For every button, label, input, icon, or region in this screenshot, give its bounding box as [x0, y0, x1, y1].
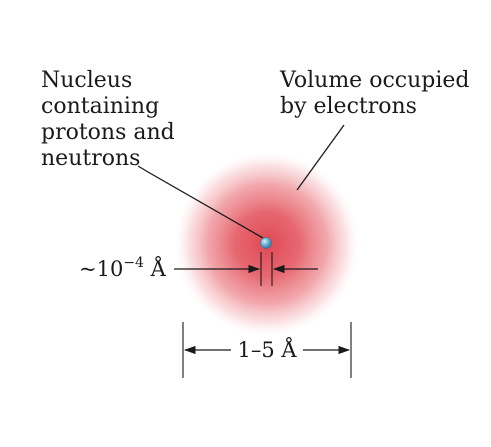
nucleus-label-line-1: Nucleus [41, 68, 132, 93]
nucleus-size-exponent: −4 [123, 255, 144, 271]
nucleus-label-line-3: protons and [41, 120, 175, 145]
cloud-label-line-2: by electrons [280, 94, 417, 119]
nucleus-label-line-4: neutrons [41, 146, 140, 171]
nucleus-leader-line [137, 165, 264, 239]
atom-size-label: 1–5 Å [237, 337, 297, 362]
nucleus-label: Nucleus containing protons and neutrons [41, 68, 175, 171]
nucleus-label-line-2: containing [41, 94, 159, 119]
cloud-leader-line [296, 124, 345, 191]
nucleus [260, 237, 272, 249]
nucleus-size-unit: Å [144, 256, 167, 281]
cloud-label: Volume occupied by electrons [279, 68, 469, 119]
cloud-label-line-1: Volume occupied [279, 68, 469, 93]
nucleus-size-prefix: ~10 [79, 257, 123, 281]
nucleus-size-label: ~10−4 Å [79, 255, 167, 281]
